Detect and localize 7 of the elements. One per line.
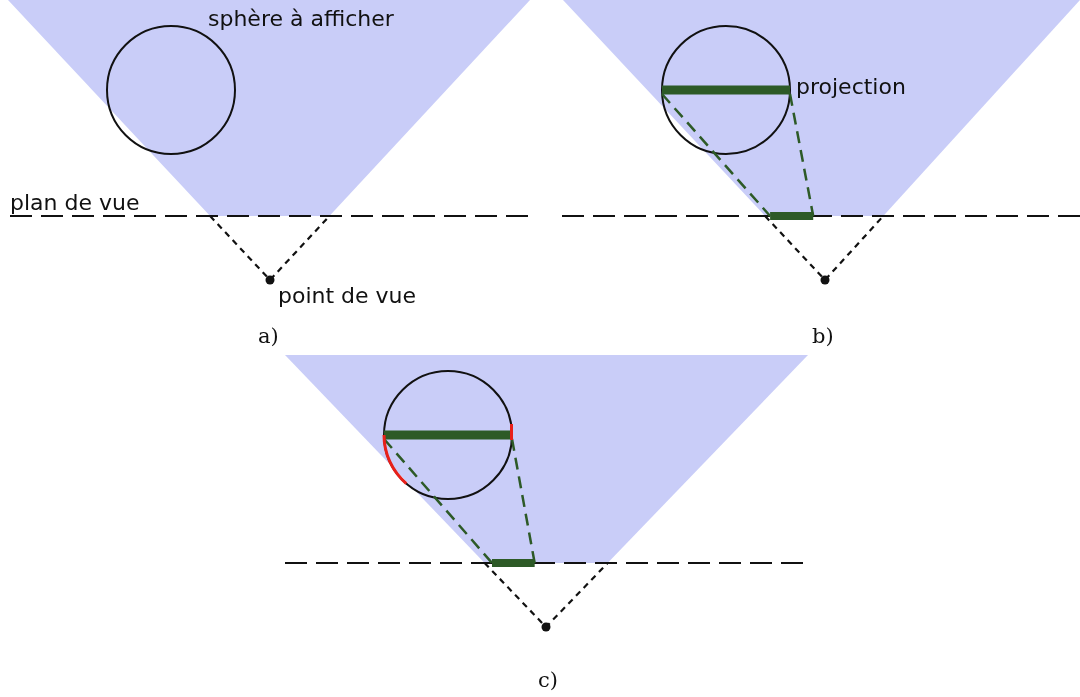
annotation-label: projection [796, 76, 906, 98]
panel-label: b) [812, 326, 834, 347]
annotation-label: sphère à afficher [208, 8, 394, 30]
panel-label: a) [258, 326, 279, 347]
annotation-label: point de vue [278, 285, 417, 307]
panel-label: c) [538, 670, 558, 691]
annotation-label: plan de vue [10, 192, 140, 214]
